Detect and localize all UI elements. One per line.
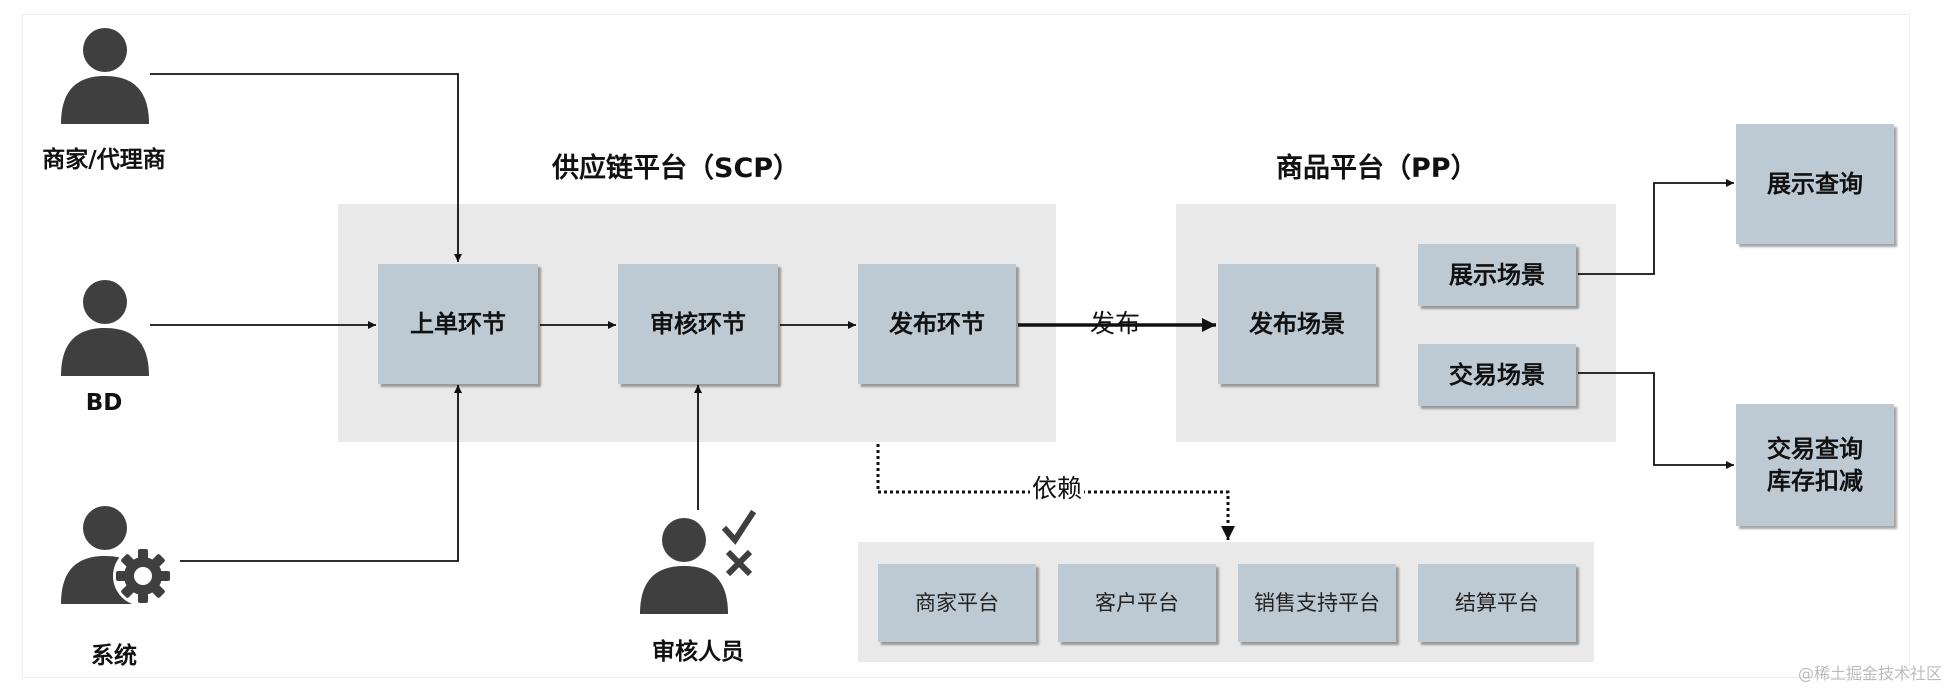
display-scene-box: 展示场景 (1418, 244, 1576, 306)
merchant-person-icon (61, 28, 149, 124)
publish-scene-label: 发布场景 (1249, 309, 1345, 338)
edge-merchant-to-listing (150, 73, 462, 262)
dependency-label: 客户平台 (1095, 590, 1179, 615)
bd-person-icon (61, 280, 149, 376)
publish-step-label: 发布环节 (889, 309, 985, 338)
display-query-label: 展示查询 (1767, 169, 1863, 198)
trade-scene-label: 交易场景 (1449, 360, 1545, 389)
listing-step-box: 上单环节 (378, 264, 538, 384)
watermark: @稀土掘金技术社区 (1797, 664, 1942, 683)
review-step-box: 审核环节 (618, 264, 778, 384)
dependency-label: 结算平台 (1455, 590, 1539, 615)
review-step-label: 审核环节 (650, 309, 746, 338)
display-query-box: 展示查询 (1736, 124, 1894, 244)
edge-display-to-query (1578, 179, 1734, 275)
diagram-frame (22, 14, 1910, 678)
edge-system-to-listing (180, 385, 462, 562)
trade-query-label-line2: 库存扣减 (1767, 467, 1863, 495)
merchant-actor-label: 商家/代理商 (42, 147, 166, 173)
pp-title: 商品平台（PP） (1276, 153, 1478, 184)
dependency-label: 销售支持平台 (1254, 590, 1380, 615)
dependency-box-customer-platform: 客户平台 (1058, 564, 1216, 642)
dependency-box-settlement-platform: 结算平台 (1418, 564, 1576, 642)
dependency-box-sales-support-platform: 销售支持平台 (1238, 564, 1396, 642)
trade-query-box: 交易查询 库存扣减 (1736, 404, 1894, 526)
depends-edge-label: 依赖 (1030, 474, 1085, 503)
listing-step-label: 上单环节 (410, 309, 506, 338)
dependency-box-merchant-platform: 商家平台 (878, 564, 1036, 642)
trade-query-label-line1: 交易查询 (1767, 434, 1863, 463)
publish-scene-box: 发布场景 (1218, 264, 1376, 384)
reviewer-person-check-icon (640, 509, 757, 614)
dependency-label: 商家平台 (915, 590, 999, 615)
edge-trade-to-query (1578, 372, 1734, 469)
publish-edge-label: 发布 (1090, 309, 1141, 338)
display-scene-label: 展示场景 (1449, 260, 1545, 289)
system-actor-label: 系统 (91, 643, 137, 669)
system-person-gear-icon (61, 506, 173, 606)
publish-step-box: 发布环节 (858, 264, 1016, 384)
reviewer-actor-label: 审核人员 (652, 639, 744, 665)
scp-title: 供应链平台（SCP） (552, 153, 801, 184)
trade-scene-box: 交易场景 (1418, 344, 1576, 406)
bd-actor-label: BD (85, 390, 123, 416)
